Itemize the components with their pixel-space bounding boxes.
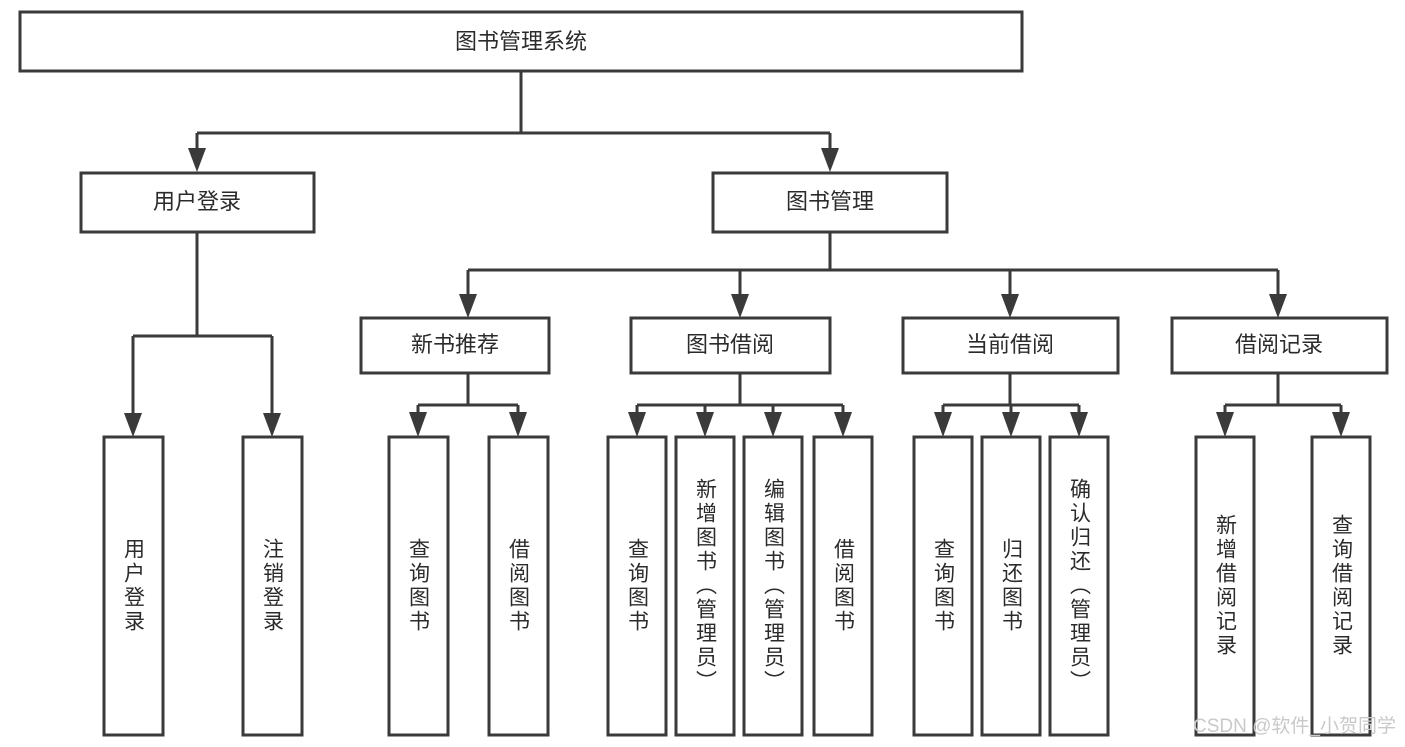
arrow-head-current-borrow — [1001, 294, 1019, 318]
node-root-system-label: 图书管理系统 — [455, 29, 587, 54]
leaf-bookborrow-edit-box[interactable] — [742, 435, 804, 737]
leaf-borrowrecord-query-box[interactable] — [1310, 435, 1372, 737]
node-root-system-box[interactable] — [18, 10, 1024, 73]
leaf-bookborrow-add[interactable]: 新增图书（管理员） — [674, 435, 736, 737]
arrow-head-cb-leaf3 — [1070, 412, 1088, 437]
leaf-bookborrow-add-label: 新增图书（管理员） — [694, 478, 718, 694]
node-book-management-label: 图书管理 — [786, 189, 874, 214]
leaf-borrowrecord-add-label: 新增借阅记录 — [1214, 514, 1238, 658]
node-current-borrow[interactable]: 当前借阅 — [901, 316, 1120, 375]
leaf-currentborrow-confirm[interactable]: 确认归还（管理员） — [1048, 435, 1110, 737]
arrow-head-borrow-record — [1269, 294, 1287, 318]
node-current-borrow-label: 当前借阅 — [966, 332, 1054, 357]
leaf-user-login-signin-box[interactable] — [102, 435, 165, 737]
node-new-book-recommend-label: 新书推荐 — [411, 332, 499, 357]
leaf-bookborrow-query-box[interactable] — [606, 435, 668, 737]
leaf-currentborrow-confirm-box[interactable] — [1048, 435, 1110, 737]
arrow-head-bb-leaf4 — [834, 412, 852, 437]
arrow-head-book-mgmt — [821, 148, 839, 172]
leaf-user-login-logout-label: 注销登录 — [261, 538, 285, 634]
leaf-bookborrow-add-box[interactable] — [674, 435, 736, 737]
arrow-head-cb-leaf1 — [934, 412, 952, 437]
leaf-user-login-logout[interactable]: 注销登录 — [241, 435, 304, 737]
leaf-currentborrow-return-box[interactable] — [980, 435, 1042, 737]
leaf-bookborrow-borrow[interactable]: 借阅图书 — [812, 435, 874, 737]
arrow-head-bb-leaf2 — [696, 412, 714, 437]
leaf-newbook-query[interactable]: 查询图书 — [387, 435, 450, 737]
leaf-newbook-query-label: 查询图书 — [407, 538, 431, 634]
leaf-user-login-signin-label: 用户登录 — [122, 538, 146, 634]
node-user-login[interactable]: 用户登录 — [79, 171, 316, 234]
arrow-head-book-borrow — [731, 294, 749, 318]
node-book-management-box[interactable] — [711, 171, 949, 234]
arrow-head-br-leaf1 — [1216, 412, 1234, 437]
connectors-layer — [124, 71, 1350, 437]
leaf-currentborrow-query-label: 查询图书 — [932, 538, 956, 634]
arrow-head-cb-leaf2 — [1002, 412, 1020, 437]
leaf-bookborrow-edit-label: 编辑图书（管理员） — [762, 478, 786, 694]
leaf-currentborrow-return[interactable]: 归还图书 — [980, 435, 1042, 737]
arrow-head-bb-leaf3 — [764, 412, 782, 437]
arrow-head-user-login — [188, 148, 206, 172]
arrow-head-leaf-logout — [263, 413, 281, 437]
leaf-user-login-logout-box[interactable] — [241, 435, 304, 737]
node-book-borrow-box[interactable] — [629, 316, 832, 375]
node-book-borrow-label: 图书借阅 — [686, 332, 774, 357]
leaf-newbook-borrow-box[interactable] — [487, 435, 550, 737]
node-borrow-record[interactable]: 借阅记录 — [1170, 316, 1389, 375]
leaf-currentborrow-return-label: 归还图书 — [1000, 538, 1024, 634]
node-current-borrow-box[interactable] — [901, 316, 1120, 375]
leaf-bookborrow-edit[interactable]: 编辑图书（管理员） — [742, 435, 804, 737]
arrow-head-bb-leaf1 — [628, 412, 646, 437]
leaf-borrowrecord-add[interactable]: 新增借阅记录 — [1194, 435, 1256, 737]
leaf-borrowrecord-query[interactable]: 查询借阅记录 — [1310, 435, 1372, 737]
node-new-book-recommend-box[interactable] — [359, 316, 551, 375]
node-borrow-record-label: 借阅记录 — [1235, 332, 1323, 357]
arrow-head-nb-leaf1 — [409, 412, 427, 437]
leaf-currentborrow-query-box[interactable] — [912, 435, 974, 737]
leaf-bookborrow-query[interactable]: 查询图书 — [606, 435, 668, 737]
leaf-user-login-signin[interactable]: 用户登录 — [102, 435, 165, 737]
arrow-head-new-book — [459, 294, 477, 318]
node-book-borrow[interactable]: 图书借阅 — [629, 316, 832, 375]
leaf-newbook-borrow-label: 借阅图书 — [507, 538, 531, 634]
csdn-watermark: CSDN @软件_小贺同学 — [1193, 715, 1396, 737]
leaf-bookborrow-query-label: 查询图书 — [626, 538, 650, 634]
leaf-borrowrecord-add-box[interactable] — [1194, 435, 1256, 737]
arrow-head-leaf-user-login — [124, 413, 142, 437]
leaf-borrowrecord-query-label: 查询借阅记录 — [1330, 514, 1354, 658]
leaf-bookborrow-borrow-box[interactable] — [812, 435, 874, 737]
node-root-system[interactable]: 图书管理系统 — [18, 10, 1024, 73]
node-book-management[interactable]: 图书管理 — [711, 171, 949, 234]
arrow-head-nb-leaf2 — [509, 412, 527, 437]
node-borrow-record-box[interactable] — [1170, 316, 1389, 375]
node-user-login-box[interactable] — [79, 171, 316, 234]
leaf-newbook-query-box[interactable] — [387, 435, 450, 737]
arrow-head-br-leaf2 — [1332, 412, 1350, 437]
node-user-login-label: 用户登录 — [153, 189, 241, 214]
leaf-currentborrow-confirm-label: 确认归还（管理员） — [1068, 478, 1092, 694]
leaf-newbook-borrow[interactable]: 借阅图书 — [487, 435, 550, 737]
leaf-bookborrow-borrow-label: 借阅图书 — [832, 538, 856, 634]
node-new-book-recommend[interactable]: 新书推荐 — [359, 316, 551, 375]
leaf-currentborrow-query[interactable]: 查询图书 — [912, 435, 974, 737]
